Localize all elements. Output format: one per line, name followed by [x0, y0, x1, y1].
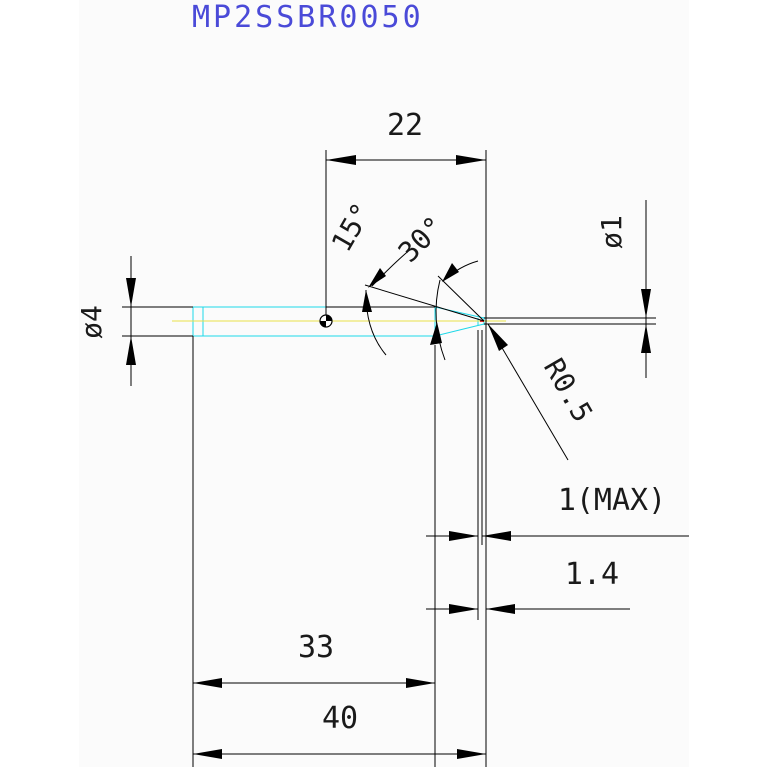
dim-33: 33 [192, 336, 435, 767]
dim-40-label: 40 [322, 701, 358, 736]
datum-symbol [319, 314, 333, 328]
dim-flute: 1(MAX) 1.4 [426, 330, 689, 767]
dim-22: 22 [325, 108, 487, 767]
dim-dia1: ø1 [484, 200, 656, 378]
dim-33-label: 33 [298, 630, 334, 665]
dim-r05: R0.5 [487, 323, 599, 461]
part-number: MP2SSBR0050 [192, 0, 424, 35]
dim-40: 40 [193, 701, 486, 759]
dim-22-label: 22 [387, 108, 423, 143]
dim-r05-label: R0.5 [537, 353, 599, 428]
dim-dia4: ø4 [75, 256, 193, 386]
drawing-sheet [79, 0, 689, 767]
dim-1-4-label: 1.4 [565, 557, 619, 592]
dim-dia4-label: ø4 [75, 305, 108, 339]
dim-dia1-label: ø1 [595, 215, 628, 249]
angle-15-label: 15° [325, 197, 379, 257]
angle-30-label: 30° [392, 210, 451, 269]
dim-1max-label: 1(MAX) [558, 483, 666, 518]
